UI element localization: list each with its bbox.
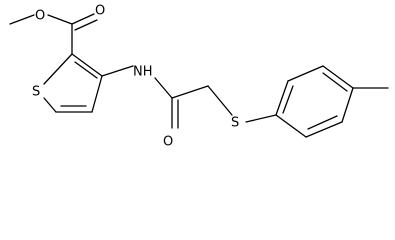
bond-ch2-s bbox=[207, 85, 233, 116]
bond-amidec-ch2 bbox=[171, 85, 209, 99]
atom-label-s-thioether: S bbox=[231, 116, 239, 131]
bond-ar-3 bbox=[322, 65, 354, 89]
bond-nh-amidec bbox=[154, 77, 173, 99]
bond-c2-c3 bbox=[71, 53, 103, 77]
bond-ar-6 bbox=[275, 114, 307, 138]
bond-methyl-o bbox=[9, 14, 35, 25]
methyl-ester-group bbox=[9, 13, 98, 55]
bond-ar-2 bbox=[287, 65, 324, 82]
atom-label-o-ether: O bbox=[35, 9, 45, 24]
atom-label-s-ring: S bbox=[32, 85, 40, 100]
bond-c3-c4 bbox=[91, 75, 103, 113]
atom-label-o-amide-carbonyl: O bbox=[163, 135, 173, 150]
bond-ar-1-inner bbox=[282, 85, 294, 114]
bond-o-carbonyl bbox=[47, 14, 73, 25]
atom-labels: O O NH S O S bbox=[32, 4, 239, 150]
bond-ar-1 bbox=[275, 80, 289, 116]
molecule-diagram: O O NH S O S bbox=[9, 4, 389, 150]
thiophene-ring bbox=[43, 53, 103, 113]
bond-carbonyl-double-1 bbox=[71, 13, 95, 25]
bond-c3-nh bbox=[101, 65, 134, 77]
bond-ar-3-inner bbox=[322, 72, 348, 92]
bond-carbonyl-double-2 bbox=[74, 19, 98, 31]
atom-label-nh: NH bbox=[133, 65, 153, 80]
bond-s-aryl bbox=[245, 114, 277, 123]
bond-ar-4 bbox=[341, 87, 354, 123]
bond-ar-5 bbox=[305, 121, 343, 138]
p-tolyl-ring bbox=[275, 65, 389, 138]
bond-c2-c3-inner bbox=[74, 61, 98, 79]
atom-label-o-ester-carbonyl: O bbox=[95, 4, 105, 19]
amide-linker bbox=[101, 65, 277, 129]
bond-c5-s bbox=[43, 97, 57, 113]
bond-s-c2 bbox=[43, 53, 73, 85]
bond-ar-5-inner bbox=[307, 115, 338, 130]
